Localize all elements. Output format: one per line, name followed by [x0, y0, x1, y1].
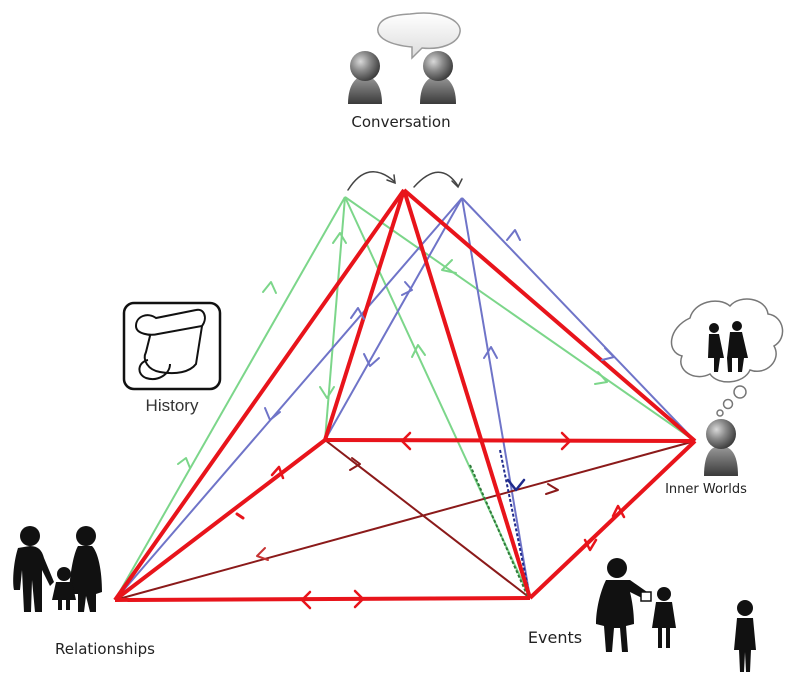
person-right-body — [420, 76, 456, 104]
thought-dot — [733, 385, 747, 399]
blue-line — [461, 197, 696, 442]
blue-arrow — [506, 229, 521, 241]
curved-arrow-right-head — [451, 178, 463, 189]
red-edge — [113, 188, 406, 602]
red-arrow — [560, 431, 572, 451]
green-arrow — [262, 281, 277, 294]
person-left-head — [350, 51, 380, 81]
blue-line — [461, 197, 531, 599]
green-arrow — [177, 457, 191, 469]
two-people-speech-bubble-icon — [348, 12, 461, 104]
thought-dot — [722, 398, 734, 410]
red-edge — [324, 438, 696, 443]
red-pyramid — [113, 188, 697, 602]
family-silhouette-icon — [13, 526, 102, 612]
label-history: History — [146, 396, 199, 415]
curved-arrow-left — [347, 170, 396, 191]
person-right-head — [423, 51, 453, 81]
blue-arrow — [601, 347, 615, 361]
red-arrow — [353, 589, 365, 609]
red-arrow — [583, 538, 598, 552]
inner-person-body — [704, 446, 738, 476]
couple-silhouette-icon — [708, 321, 748, 372]
red-arrow — [611, 504, 626, 519]
thought-cloud — [670, 298, 784, 383]
red-edge — [113, 438, 327, 602]
red-arrow — [300, 590, 312, 610]
green-arrow — [594, 371, 608, 385]
person-thought-bubble-icon — [670, 298, 784, 476]
scroll-icon — [122, 301, 222, 391]
blue-arrow — [264, 407, 281, 421]
blue-arrow — [363, 353, 380, 367]
green-arrow — [441, 259, 457, 274]
dark-red-arrow — [256, 547, 269, 561]
curved-arrow-right — [413, 171, 459, 188]
label-inner-worlds: Inner Worlds — [665, 482, 747, 497]
red-edge — [114, 596, 531, 602]
green-lines — [114, 196, 696, 601]
blue-arrow — [401, 281, 413, 296]
scroll-roll-bottom — [138, 359, 171, 380]
red-arrow — [400, 431, 412, 451]
dark-red-line — [114, 440, 696, 601]
green-line — [344, 196, 531, 599]
arrow-heads — [177, 229, 626, 610]
label-relationships: Relationships — [55, 640, 155, 658]
red-edge — [528, 439, 697, 600]
woman-gift-child-silhouette-icon — [596, 558, 676, 652]
dark-blue-arrow — [506, 478, 526, 492]
apex-curved-arrows — [347, 170, 463, 191]
curved-arrow-left-head — [386, 174, 396, 185]
red-arrow — [270, 465, 285, 480]
red-edge — [402, 189, 532, 599]
pyramid-lines — [113, 188, 697, 602]
green-line — [344, 196, 696, 442]
dark-green-overlay — [469, 464, 529, 598]
red-edge — [402, 188, 697, 443]
thought-dot — [716, 409, 724, 417]
inner-person-head — [706, 419, 736, 449]
person-left-body — [348, 76, 382, 104]
blue-line — [324, 197, 463, 441]
green-arrow — [411, 344, 426, 358]
red-edge — [323, 189, 406, 441]
blue-arrow — [350, 307, 365, 320]
red-tick — [235, 512, 245, 520]
gift-box — [640, 591, 652, 602]
blue-lines — [114, 197, 696, 601]
dark-blue-overlay — [499, 449, 531, 599]
child-silhouette-icon — [734, 600, 756, 672]
dark-red-line — [324, 439, 531, 599]
blue-line — [114, 197, 463, 601]
dark-red-arrow — [349, 457, 361, 471]
green-arrow — [332, 232, 347, 244]
blue-arrow — [483, 346, 498, 359]
dark-red-lines — [114, 439, 696, 601]
speech-bubble — [377, 12, 461, 60]
green-arrow — [319, 386, 335, 399]
label-conversation: Conversation — [351, 113, 450, 131]
label-events: Events — [528, 628, 582, 647]
green-line — [114, 196, 346, 601]
scroll-roll-top — [134, 308, 206, 336]
dark-red-arrow — [545, 483, 559, 495]
